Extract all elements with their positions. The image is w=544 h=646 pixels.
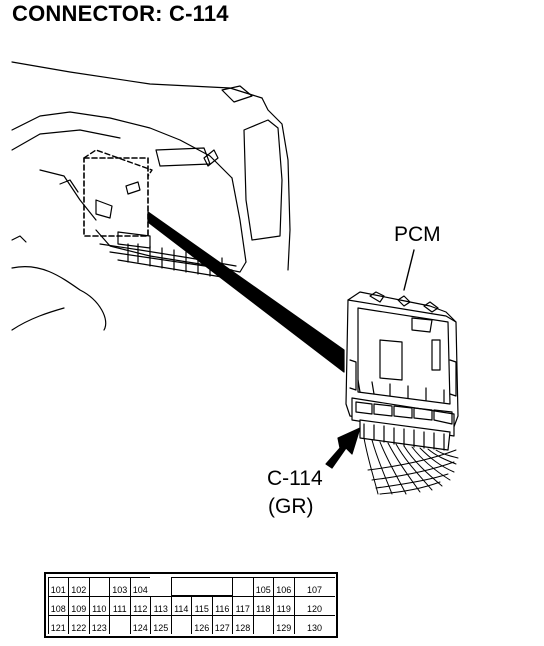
pin-cell: 127 bbox=[211, 614, 232, 634]
pin-cell: 103 bbox=[109, 576, 130, 596]
pin-cell: 119 bbox=[273, 595, 294, 615]
pin-cell: 109 bbox=[68, 595, 89, 615]
dashboard-outline bbox=[11, 61, 291, 331]
pin-cell: 113 bbox=[150, 595, 171, 615]
pin-cell: 128 bbox=[232, 614, 253, 634]
connector-pinout-table: 101 102 103 104 105 106 107 108 109 110 … bbox=[44, 572, 338, 638]
pinout-grid: 101 102 103 104 105 106 107 108 109 110 … bbox=[47, 576, 335, 634]
leader-wedge bbox=[147, 211, 345, 373]
pin-cell-empty bbox=[252, 614, 273, 634]
pin-cell: 130 bbox=[293, 614, 335, 634]
pin-cell: 126 bbox=[191, 614, 212, 634]
pin-cell-empty bbox=[109, 614, 130, 634]
pin-cell-empty bbox=[232, 576, 253, 596]
pin-cell: 114 bbox=[170, 595, 191, 615]
pin-cell: 104 bbox=[129, 576, 150, 596]
pin-cell: 115 bbox=[191, 595, 212, 615]
pin-cell: 106 bbox=[273, 576, 294, 596]
wire-harness bbox=[363, 437, 459, 495]
diagram-title: CONNECTOR: C-114 bbox=[12, 1, 229, 26]
pcm-location-box bbox=[83, 157, 149, 237]
pin-cell: 120 bbox=[293, 595, 335, 615]
pin-cell-empty bbox=[170, 614, 191, 634]
connector-color-label: (GR) bbox=[268, 495, 314, 518]
pin-cell: 117 bbox=[232, 595, 253, 615]
pin-cell: 111 bbox=[109, 595, 130, 615]
pcm-leader-line bbox=[403, 249, 415, 291]
pin-cell: 122 bbox=[68, 614, 89, 634]
pin-cell: 105 bbox=[252, 576, 273, 596]
pin-cell: 101 bbox=[47, 576, 68, 596]
pin-cell-empty bbox=[170, 576, 232, 596]
pin-cell: 125 bbox=[150, 614, 171, 634]
pin-cell: 116 bbox=[211, 595, 232, 615]
pin-cell: 121 bbox=[47, 614, 68, 634]
connector-arrow bbox=[325, 427, 361, 469]
pin-cell: 118 bbox=[252, 595, 273, 615]
pin-cell: 123 bbox=[88, 614, 109, 634]
pin-cell: 129 bbox=[273, 614, 294, 634]
c114-connector bbox=[359, 419, 451, 451]
pcm-label: PCM bbox=[394, 223, 441, 246]
pin-cell bbox=[88, 576, 109, 596]
pin-cell-empty bbox=[150, 577, 171, 596]
pin-cell: 107 bbox=[293, 576, 335, 596]
pcm-module bbox=[345, 291, 459, 437]
connector-label: C-114 bbox=[267, 467, 323, 490]
pin-cell: 110 bbox=[88, 595, 109, 615]
pin-cell: 112 bbox=[129, 595, 150, 615]
pin-cell: 108 bbox=[47, 595, 68, 615]
pin-cell: 124 bbox=[129, 614, 150, 634]
pin-cell: 102 bbox=[68, 576, 89, 596]
